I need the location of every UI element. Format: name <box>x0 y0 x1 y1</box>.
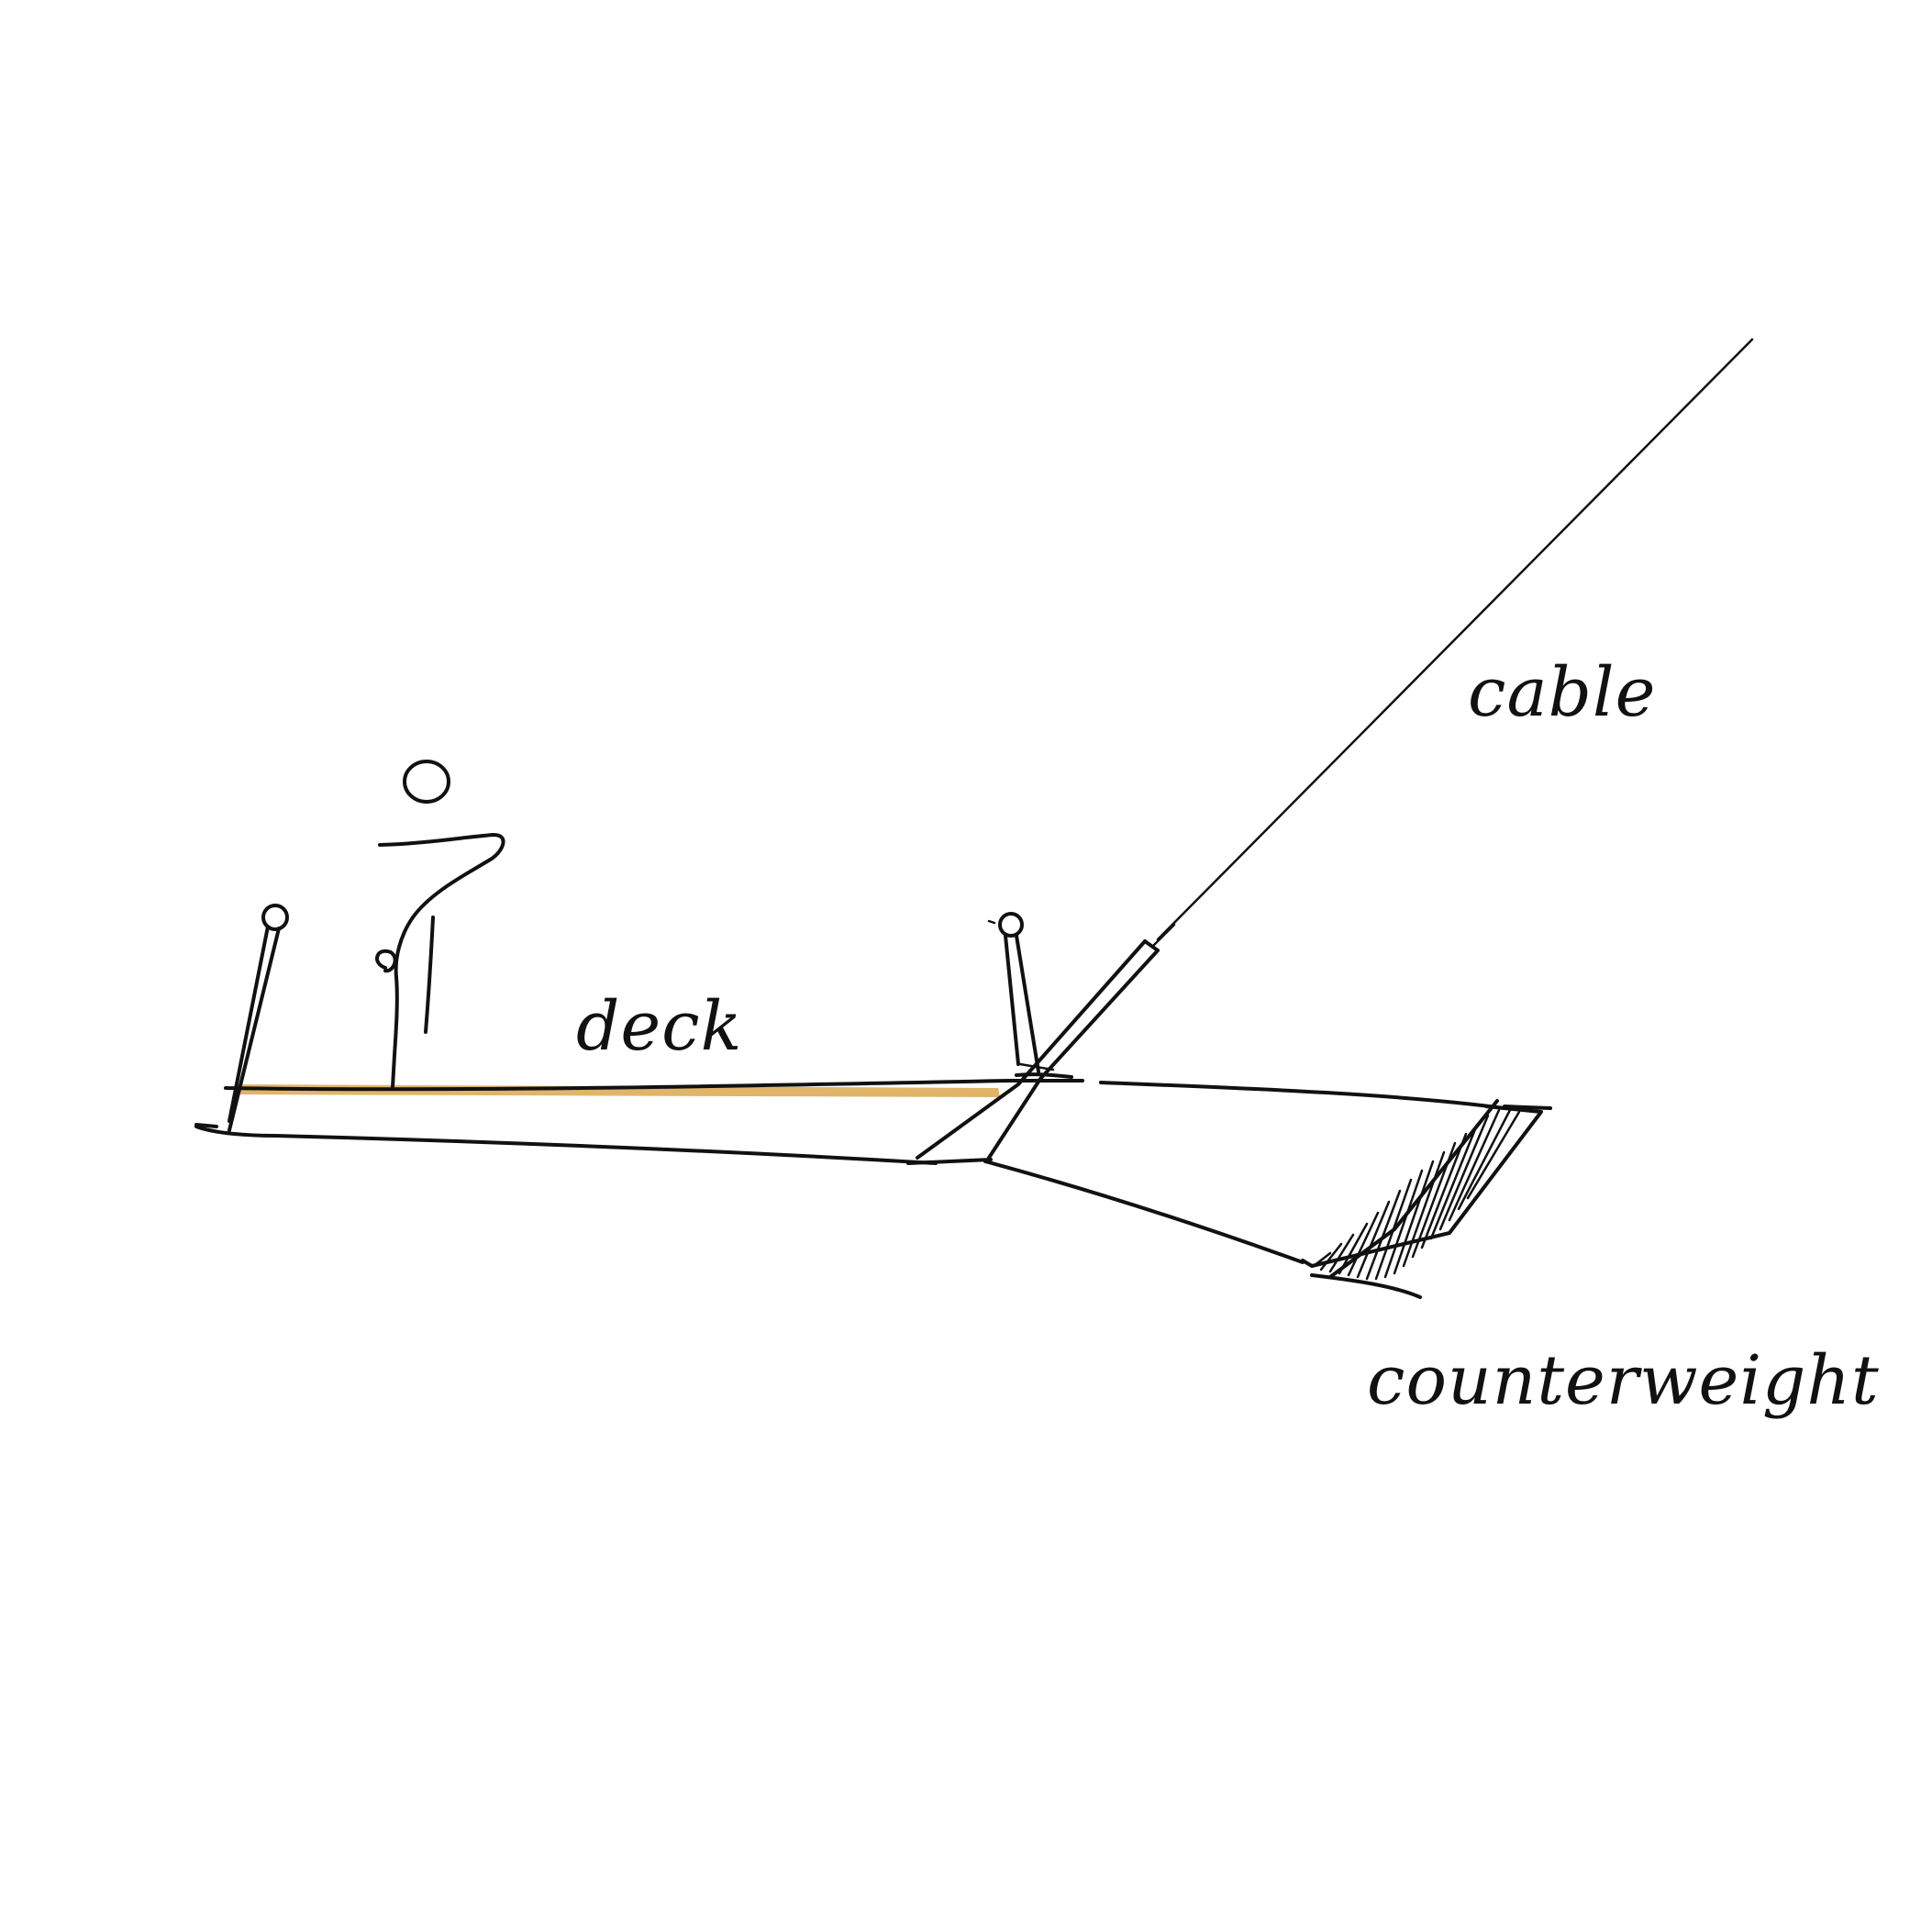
counterweight-label: counterweight <box>1367 1341 1880 1420</box>
deck-underside <box>194 1125 938 1165</box>
counterweight-hatching <box>1312 1108 1521 1281</box>
right-post <box>987 912 1040 1073</box>
left-post <box>194 904 289 1132</box>
counterweight-block <box>1301 1099 1552 1299</box>
cable-lower <box>1152 923 1176 947</box>
deck-label: deck <box>576 987 743 1066</box>
pylon <box>906 939 1160 1165</box>
cable-label: cable <box>1468 653 1657 732</box>
backstay-lower <box>983 1160 1305 1264</box>
deck-line <box>224 1079 1084 1092</box>
person-figure <box>375 760 505 1089</box>
cable <box>1156 338 1754 941</box>
backstay-upper <box>1099 1081 1506 1110</box>
